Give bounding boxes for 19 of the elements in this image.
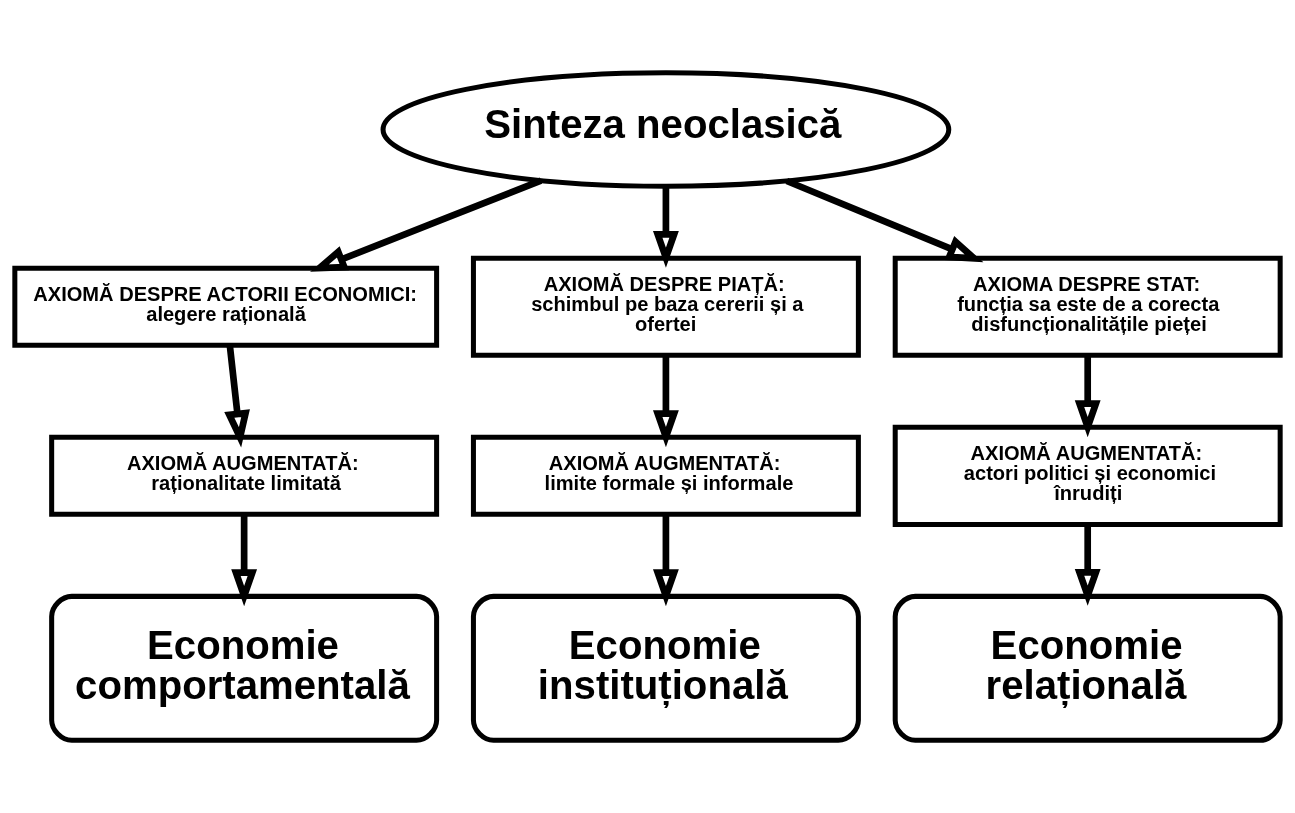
arrow xyxy=(231,514,258,607)
node-box: Economie relațională xyxy=(892,593,1283,743)
arrow xyxy=(1074,524,1101,606)
node-box: AXIOMĂ DESPRE ACTORII ECONOMICI: alegere rațională xyxy=(12,265,440,348)
node-box: AXIOMĂ DESPRE PIAȚĂ: schimbul pe baza cererii și a ofertei xyxy=(470,255,861,358)
node-box: AXIOMĂ AUGMENTATĂ: raționalitate limitată xyxy=(49,434,440,517)
node-box: Economie instituțională xyxy=(470,593,861,743)
node-box: AXIOMA DESPRE STAT: funcția sa este de a corecta disfuncționalitățile pieței xyxy=(892,255,1283,358)
arrow xyxy=(1074,355,1101,438)
node-box: Economie comportamentală xyxy=(49,593,440,743)
arrow xyxy=(653,186,679,268)
arrow xyxy=(653,514,679,607)
arrow xyxy=(224,345,250,448)
node-ellipse: Sinteza neoclasică xyxy=(380,70,952,189)
arrow xyxy=(653,355,679,448)
arrow xyxy=(310,177,543,272)
arrow xyxy=(785,177,984,263)
node-box: AXIOMĂ AUGMENTATĂ: limite formale și informale xyxy=(470,434,861,517)
node-box: AXIOMĂ AUGMENTATĂ: actori politici și economici înrudiți xyxy=(892,424,1283,527)
